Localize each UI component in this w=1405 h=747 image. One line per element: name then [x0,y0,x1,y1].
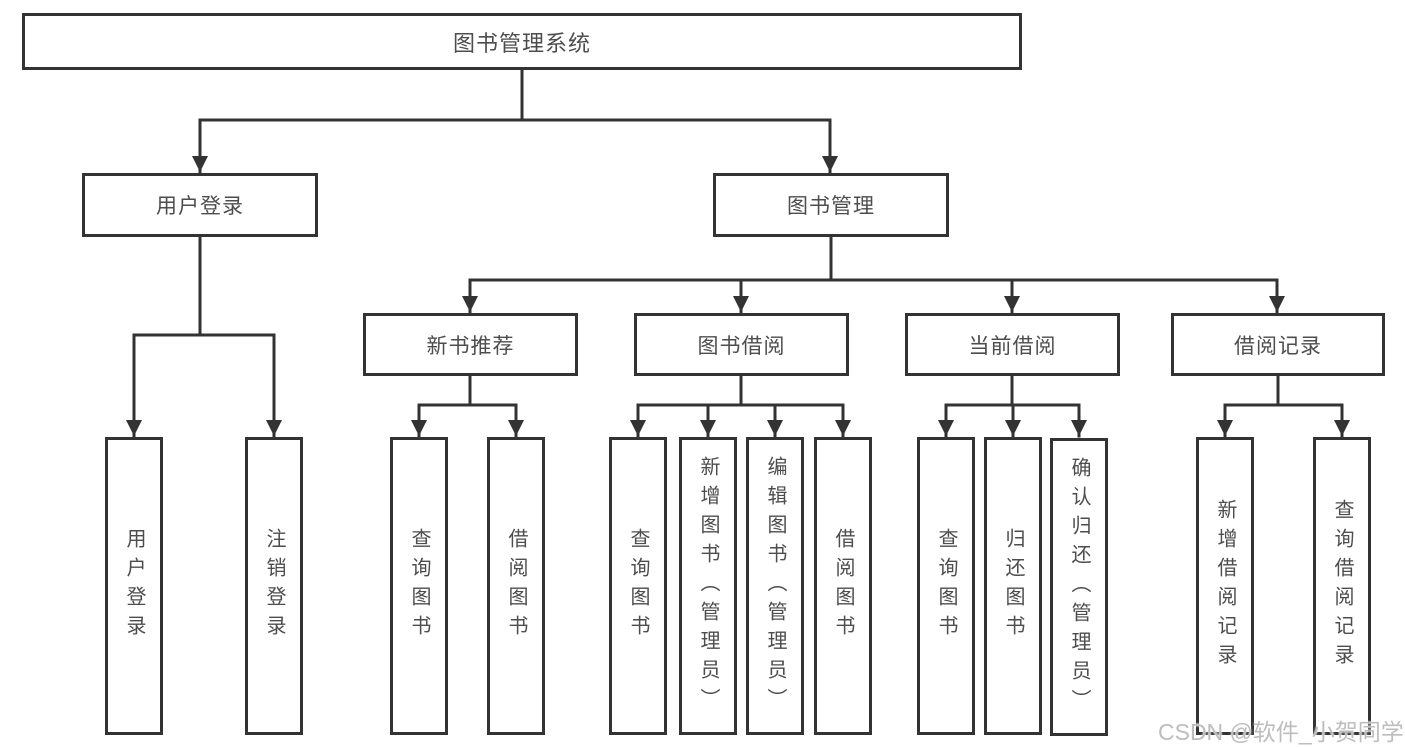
node-book-borrowing: 图书借阅 [634,313,849,376]
csdn-watermark: CSDN @软件_小贺同学 [1158,719,1404,745]
leaf-records-add-borrow-record: 新增借阅记录 [1196,437,1254,735]
node-user-login: 用户登录 [82,173,318,237]
leaf-user-login-label: 用户登录 [123,528,145,644]
leaf-newbooks-query-books: 查询图书 [390,437,448,735]
node-book-management: 图书管理 [713,173,949,237]
leaf-current-query-books: 查询图书 [917,437,975,735]
node-current-borrowing: 当前借阅 [905,313,1120,376]
leaf-records-query-borrow-record: 查询借阅记录 [1313,437,1371,735]
leaf-newbooks-borrow-books: 借阅图书 [487,437,545,735]
connector-root-to-level2 [192,68,838,174]
leaf-borrowing-query-books: 查询图书 [609,437,667,735]
connector-new-books-children [411,374,524,438]
connector-book-mgmt-children [462,236,1285,314]
leaf-current-confirm-return-admin: 确认归还（管理员） [1050,438,1108,736]
leaf-newbooks-borrow-books-label: 借阅图书 [505,528,527,644]
node-new-book-recommendation: 新书推荐 [363,313,578,376]
leaf-records-add-borrow-record-label: 新增借阅记录 [1214,499,1236,673]
leaf-logout: 注销登录 [245,437,303,735]
connector-borrow-records-children [1217,374,1350,438]
leaf-borrowing-edit-books-admin: 编辑图书（管理员） [746,437,804,735]
connector-user-login-children [126,236,282,438]
leaf-borrowing-edit-books-admin-label: 编辑图书（管理员） [764,455,786,717]
connector-book-borrow-children [630,374,851,438]
leaf-current-return-books-label: 归还图书 [1002,528,1024,644]
leaf-current-return-books: 归还图书 [984,437,1042,735]
leaf-borrowing-borrow-books-label: 借阅图书 [832,528,854,644]
leaf-newbooks-query-books-label: 查询图书 [408,528,430,644]
connector-current-borrow-children [938,374,1087,438]
leaf-current-confirm-return-admin-label: 确认归还（管理员） [1068,456,1090,718]
node-library-management-system: 图书管理系统 [22,13,1022,70]
leaf-logout-label: 注销登录 [263,528,285,644]
leaf-user-login: 用户登录 [105,437,163,735]
leaf-borrowing-add-books-admin-label: 新增图书（管理员） [697,455,719,717]
leaf-current-query-books-label: 查询图书 [935,528,957,644]
node-borrowing-records: 借阅记录 [1171,313,1385,376]
leaf-borrowing-add-books-admin: 新增图书（管理员） [679,437,737,735]
leaf-borrowing-query-books-label: 查询图书 [627,528,649,644]
leaf-borrowing-borrow-books: 借阅图书 [814,437,872,735]
leaf-records-query-borrow-record-label: 查询借阅记录 [1331,499,1353,673]
